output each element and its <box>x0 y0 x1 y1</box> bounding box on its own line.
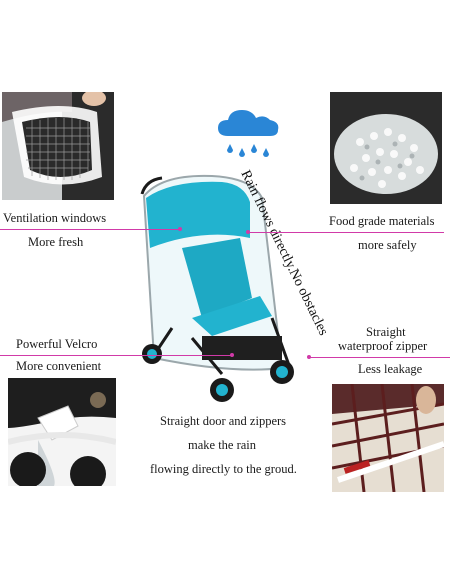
food-grade-pellets-photo <box>330 92 442 204</box>
food-grade-leader-dot <box>246 230 250 234</box>
door-caption-line3: flowing directly to the groud. <box>150 462 297 476</box>
velcro-leader-line <box>0 355 232 356</box>
zipper-photo <box>332 384 444 492</box>
ventilation-leader-dot <box>178 227 182 231</box>
ventilation-subtitle: More fresh <box>28 235 84 249</box>
food-grade-title: Food grade materials <box>329 214 435 228</box>
rain-cloud-icon <box>214 106 284 168</box>
zipper-title-line1: Straight <box>366 325 406 339</box>
ventilation-mesh-photo <box>2 92 114 200</box>
door-caption-line1: Straight door and zippers <box>160 414 287 428</box>
zipper-leader-line <box>310 357 450 358</box>
zipper-leader-dot <box>307 355 311 359</box>
velcro-title: Powerful Velcro <box>16 337 98 351</box>
ventilation-leader-line <box>0 229 180 230</box>
food-grade-leader-line <box>248 232 444 233</box>
door-caption-line2: make the rain <box>188 438 257 452</box>
velcro-subtitle: More convenient <box>16 359 102 373</box>
ventilation-title: Ventilation windows <box>3 211 107 225</box>
velcro-photo <box>8 378 116 486</box>
velcro-leader-dot <box>230 353 234 357</box>
zipper-subtitle: Less leakage <box>358 362 423 376</box>
stroller-illustration <box>132 168 322 408</box>
zipper-title-line2: waterproof zipper <box>338 339 428 353</box>
food-grade-subtitle: more safely <box>358 238 417 252</box>
